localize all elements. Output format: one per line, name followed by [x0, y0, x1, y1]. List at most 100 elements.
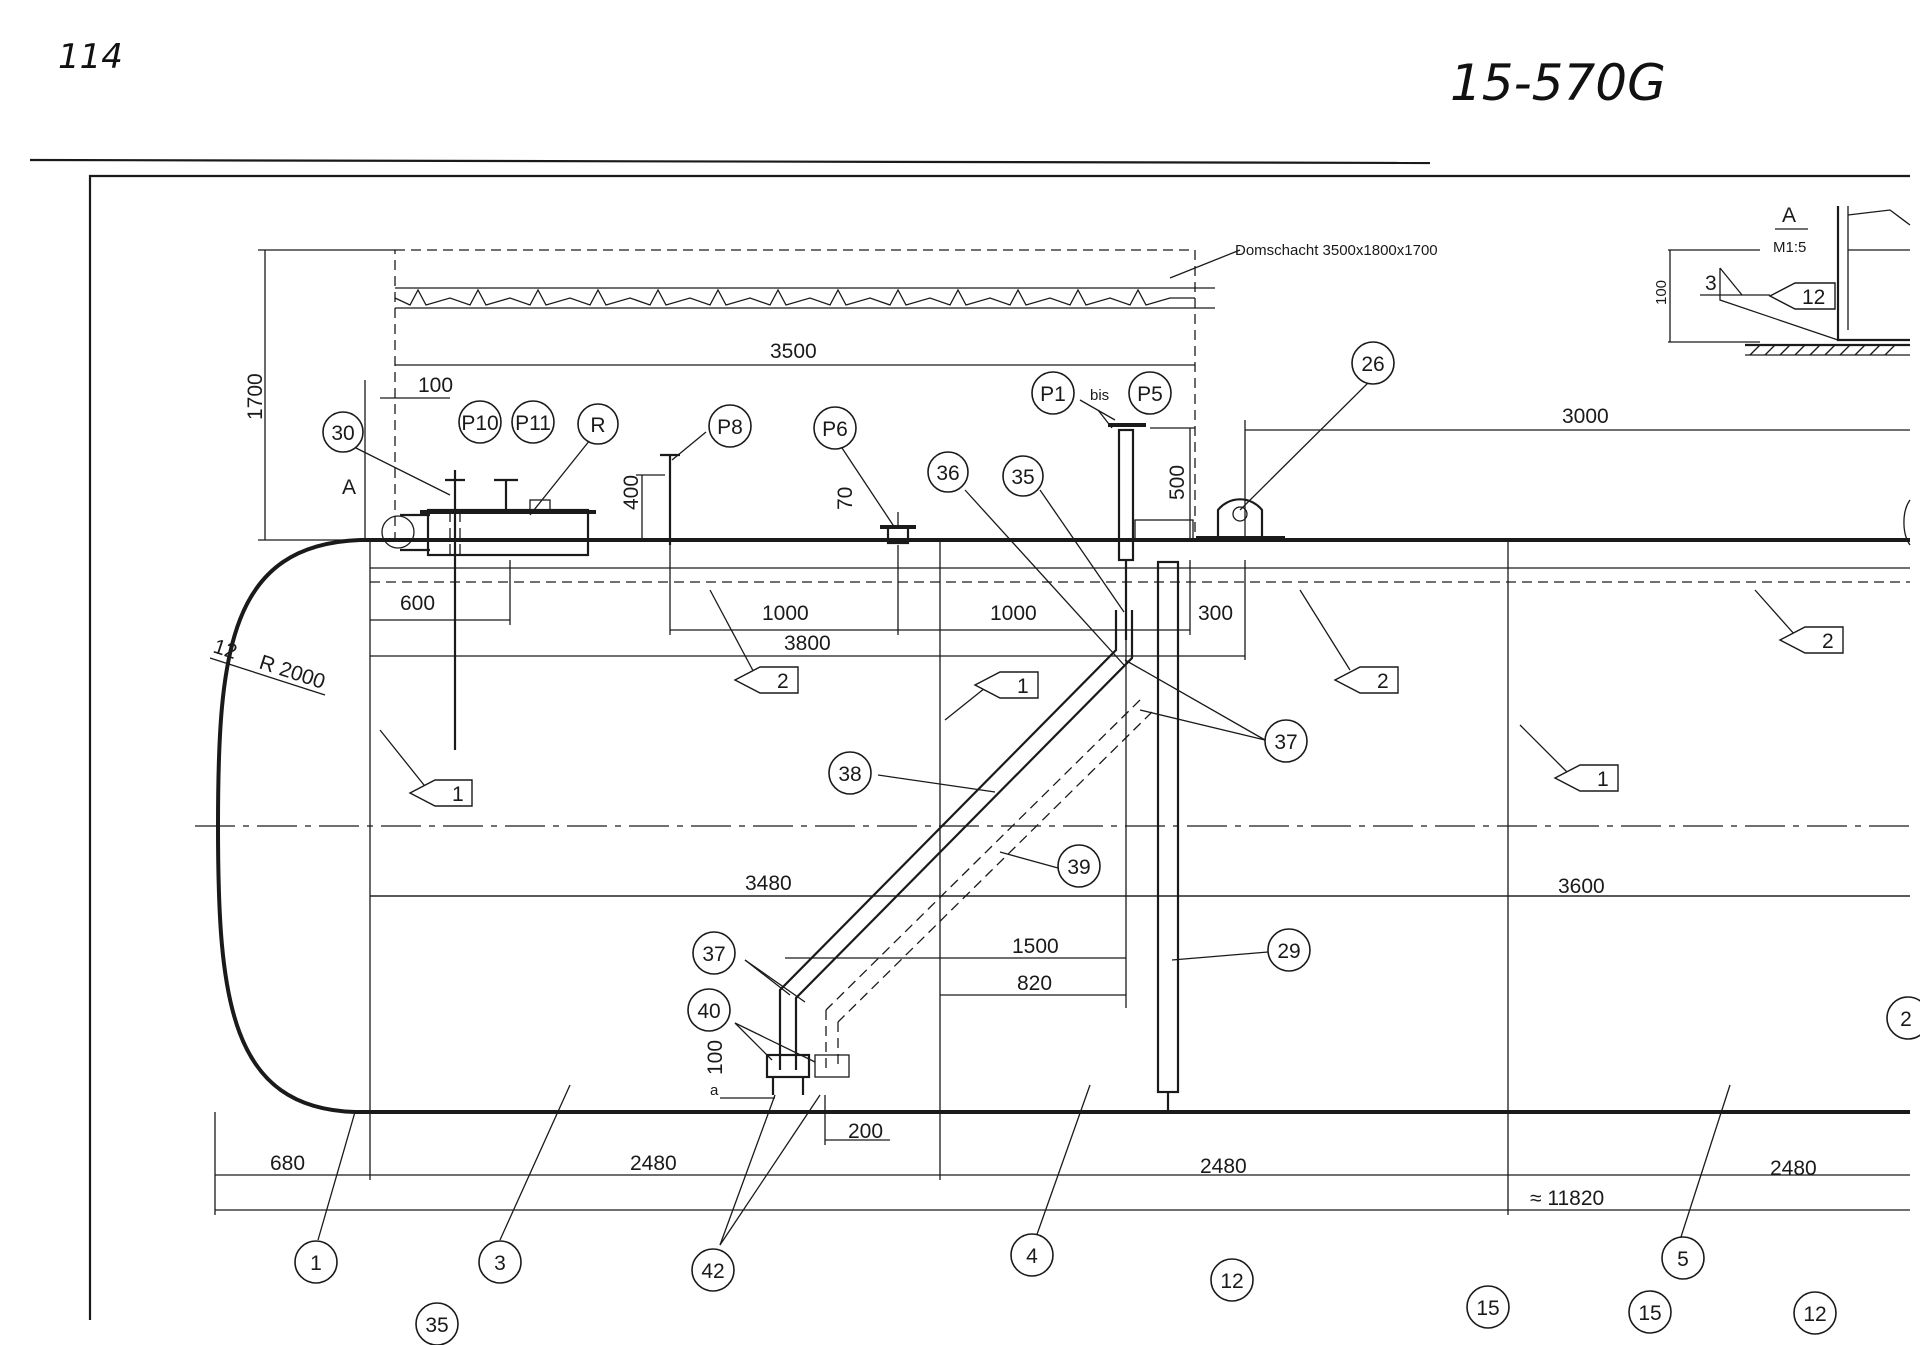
header-rule — [29, 158, 1431, 165]
detail-dim-100: 100 — [1653, 280, 1670, 305]
svg-text:4: 4 — [1026, 1245, 1038, 1268]
svg-text:P1: P1 — [1040, 383, 1066, 406]
dimension-lines — [209, 249, 1910, 1215]
dim-3500: 3500 — [770, 340, 817, 363]
detail-a-marker: A — [342, 476, 356, 499]
dim-200: 200 — [848, 1120, 883, 1143]
svg-text:3: 3 — [494, 1252, 506, 1275]
bubble-39: 39 — [1057, 844, 1101, 888]
tank-shell — [195, 380, 1910, 1114]
svg-text:P10: P10 — [461, 412, 498, 435]
bubble-37-bottom: 37 — [692, 931, 736, 975]
dim-2480-a: 2480 — [630, 1152, 677, 1175]
dim-680: 680 — [270, 1152, 305, 1175]
svg-text:P6: P6 — [822, 418, 848, 441]
svg-text:P5: P5 — [1137, 383, 1163, 406]
svg-text:42: 42 — [701, 1260, 724, 1283]
dome-shaft-label: Domschacht 3500x1800x1700 — [1235, 242, 1438, 259]
bubble-p6: P6 — [813, 406, 857, 450]
bubble-2-edge: 2 — [1886, 996, 1920, 1040]
dim-300: 300 — [1198, 602, 1233, 625]
dim-2480-c: 2480 — [1770, 1157, 1817, 1180]
dim-100-vertical: 100 — [704, 1040, 727, 1075]
svg-text:15: 15 — [1476, 1297, 1499, 1320]
svg-text:40: 40 — [697, 1000, 720, 1023]
dim-3000: 3000 — [1562, 405, 1609, 428]
svg-text:35: 35 — [425, 1314, 448, 1337]
nozzle-p6 — [880, 512, 916, 545]
weld-flag-2-a: 2 — [709, 589, 799, 694]
weld-flag-1-c: 1 — [1519, 724, 1619, 792]
dim-1500: 1500 — [1012, 935, 1059, 958]
bubble-15-a: 15 — [1466, 1285, 1510, 1329]
dome-shaft: Domschacht 3500x1800x1700 — [394, 242, 1438, 541]
bubble-35: 35 — [1002, 455, 1044, 497]
svg-text:39: 39 — [1067, 856, 1090, 879]
dim-600: 600 — [400, 592, 435, 615]
dim-11820: ≈ 11820 — [1530, 1187, 1604, 1210]
bubble-37-top: 37 — [1264, 719, 1308, 763]
dip-pipe-29 — [1125, 560, 1180, 1112]
bubble-1: 1 — [294, 1240, 338, 1284]
dim-1000-b: 1000 — [990, 602, 1037, 625]
drawing-frame — [88, 174, 1910, 1320]
svg-text:5: 5 — [1677, 1248, 1689, 1271]
svg-text:38: 38 — [838, 763, 861, 786]
bubble-p5: P5 — [1128, 371, 1172, 415]
svg-text:1: 1 — [1017, 675, 1029, 698]
svg-text:1: 1 — [452, 783, 464, 806]
lifting-lug — [1196, 498, 1285, 540]
svg-text:2: 2 — [1900, 1008, 1912, 1031]
dim-70: 70 — [834, 487, 857, 510]
dim-820: 820 — [1017, 972, 1052, 995]
detail-scale: M1:5 — [1773, 239, 1806, 256]
weld-flag-2-b: 2 — [1299, 589, 1399, 694]
dim-1700: 1700 — [244, 373, 267, 420]
bubble-5: 5 — [1661, 1236, 1705, 1280]
bubble-12-a: 12 — [1210, 1258, 1254, 1302]
bubble-26: 26 — [1351, 341, 1395, 385]
dim-400: 400 — [620, 475, 643, 510]
weld-flag-2-c: 2 — [1754, 589, 1844, 654]
leader-lines — [317, 377, 1731, 1246]
dim-3800: 3800 — [784, 632, 831, 655]
detail-weld-3: 3 — [1705, 272, 1717, 295]
svg-text:2: 2 — [777, 670, 789, 693]
bubble-36: 36 — [927, 451, 969, 493]
svg-text:P8: P8 — [717, 416, 743, 439]
bubble-4: 4 — [1010, 1233, 1054, 1277]
bubble-p1: P1 — [1031, 371, 1075, 415]
svg-text:12: 12 — [1220, 1270, 1243, 1293]
svg-text:P11: P11 — [515, 412, 551, 435]
svg-text:15: 15 — [1638, 1302, 1661, 1325]
svg-text:29: 29 — [1277, 940, 1300, 963]
bubble-15-b: 15 — [1628, 1290, 1672, 1334]
svg-text:37: 37 — [1274, 731, 1297, 754]
bubble-3: 3 — [478, 1240, 522, 1284]
bubble-p8: P8 — [708, 404, 752, 448]
dim-1000-a: 1000 — [762, 602, 809, 625]
dim-3600: 3600 — [1558, 875, 1605, 898]
page-number: 114 — [58, 37, 123, 77]
bubble-35-bottom: 35 — [415, 1302, 459, 1345]
bis-label: bis — [1090, 387, 1109, 404]
detail-a: A M1:5 100 3 12 — [1653, 204, 1911, 356]
bubble-30: 30 — [322, 411, 364, 453]
detail-title: A — [1782, 204, 1796, 227]
bubble-42: 42 — [691, 1248, 735, 1292]
drawing-number: 15-570G — [1450, 54, 1666, 112]
svg-text:12: 12 — [1803, 1303, 1826, 1326]
nozzle-p8 — [660, 453, 680, 545]
svg-text:35: 35 — [1011, 466, 1034, 489]
bubble-12-b: 12 — [1793, 1291, 1837, 1335]
detail-weld-12: 12 — [1802, 286, 1825, 309]
weld-flag-1-a: 1 — [379, 729, 473, 807]
dim-500: 500 — [1166, 465, 1189, 500]
dim-2480-b: 2480 — [1200, 1155, 1247, 1178]
bubble-r: R — [577, 403, 619, 445]
svg-text:1: 1 — [1597, 768, 1609, 791]
dim-100: 100 — [418, 374, 453, 397]
bubble-38: 38 — [828, 751, 872, 795]
svg-text:30: 30 — [331, 422, 354, 445]
